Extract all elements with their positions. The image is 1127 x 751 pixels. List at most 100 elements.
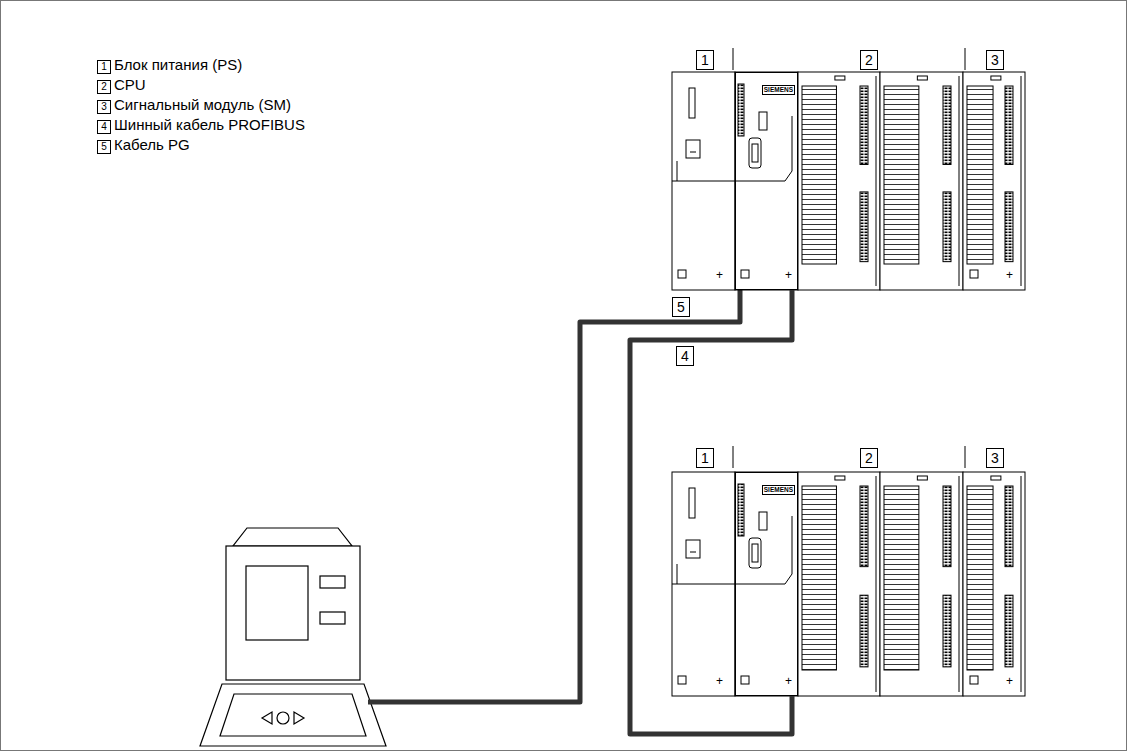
legend-number: 3: [97, 100, 111, 114]
callout-number: 3: [986, 50, 1004, 70]
status-leds: [860, 595, 868, 667]
mpi-port: [749, 138, 761, 168]
power-supply-module: [672, 72, 735, 290]
stroke: [677, 564, 678, 584]
cpu-module: SIEMENS +: [735, 72, 798, 290]
front-connector: [802, 486, 836, 670]
cpu-leds: [738, 84, 744, 136]
callout-number: 1: [696, 50, 714, 70]
status-leds: [1005, 86, 1013, 164]
legend-text: Блок питания (PS): [114, 56, 242, 74]
module-tab: [917, 76, 927, 80]
module-tab: [917, 476, 927, 480]
signal-module: [963, 72, 1025, 290]
module-edge: [1021, 76, 1022, 286]
stroke: [677, 161, 678, 181]
signal-module: [798, 472, 880, 696]
stroke: [690, 552, 696, 553]
callout-number: 3: [986, 448, 1004, 468]
s7-rack: [672, 72, 1025, 290]
callout-brackets: [733, 48, 965, 468]
stroke: [690, 152, 696, 153]
legend-text: CPU: [114, 76, 146, 94]
legend-number: 4: [97, 120, 111, 134]
status-leds: [1005, 192, 1013, 262]
sm-marker: [970, 676, 978, 684]
ps-marker: [678, 676, 686, 684]
legend-text: Сигнальный модуль (SM): [114, 96, 291, 114]
stroke: [752, 544, 758, 562]
ps-marker: [678, 270, 686, 278]
mpi-port: [749, 538, 761, 568]
terminal-mark: +: [716, 269, 723, 281]
terminal-mark: +: [785, 269, 792, 281]
status-leds: [860, 86, 868, 164]
module-edge: [959, 76, 960, 286]
callout-number: 4: [676, 346, 694, 366]
legend-number: 2: [97, 80, 111, 94]
status-leds: [943, 86, 951, 164]
module-edge: [1021, 476, 1022, 692]
cpu-door: [735, 516, 792, 584]
ps-switch: [686, 140, 700, 158]
module-tab: [835, 476, 845, 480]
signal-module: [963, 472, 1025, 696]
callout-number: 2: [860, 50, 878, 70]
front-connector: [884, 486, 919, 670]
module-edge: [876, 76, 877, 286]
terminal-mark: +: [716, 675, 723, 687]
status-leds: [860, 192, 868, 262]
brand-label: SIEMENS: [762, 85, 795, 95]
callout-number: 2: [860, 448, 878, 468]
cpu-module-body: [735, 72, 798, 290]
cpu-key-switch: [759, 112, 767, 130]
programming-device: [200, 528, 386, 746]
brand-label: SIEMENS: [762, 485, 795, 495]
front-connector: [967, 486, 993, 670]
ps-slot: [689, 488, 695, 518]
ps-slot: [689, 88, 695, 118]
module-tab: [835, 76, 845, 80]
legend-text: Шинный кабель PROFIBUS: [114, 116, 305, 134]
status-leds: [943, 595, 951, 667]
legend-number: 1: [97, 60, 111, 74]
terminal-mark: +: [1006, 675, 1013, 687]
cpu-key-switch: [759, 512, 767, 530]
profibus-cable: [630, 290, 792, 734]
power-supply-module: [672, 472, 735, 696]
legend-text: Кабель PG: [114, 136, 190, 154]
terminal-mark: +: [785, 675, 792, 687]
module-tab: [991, 76, 1001, 80]
terminal-mark: +: [1006, 269, 1013, 281]
front-connector: [802, 86, 836, 264]
cpu-module: SIEMENS +: [735, 472, 798, 696]
legend-number: 5: [97, 140, 111, 154]
ps-door: [672, 584, 735, 585]
callout-number: 1: [696, 448, 714, 468]
pg-cable: [368, 290, 740, 702]
stroke: [752, 144, 758, 162]
module-edge: [876, 476, 877, 692]
status-leds: [943, 192, 951, 262]
status-leds: [860, 486, 868, 567]
ps-switch: [686, 540, 700, 558]
status-leds: [1005, 486, 1013, 567]
status-leds: [1005, 595, 1013, 667]
module-tab: [991, 476, 1001, 480]
signal-module: [880, 72, 963, 290]
cpu-module-body: [735, 472, 798, 696]
cpu-marker: [741, 270, 749, 278]
cpu-marker: [741, 676, 749, 684]
cpu-leds: [738, 484, 744, 536]
ps-door: [672, 181, 735, 182]
signal-module: [880, 472, 963, 696]
module-edge: [959, 476, 960, 692]
front-connector: [967, 86, 993, 264]
sm-marker: [970, 270, 978, 278]
signal-module: [798, 72, 880, 290]
callout-number: 5: [672, 297, 690, 317]
s7-rack: [672, 472, 1025, 696]
front-connector: [884, 86, 919, 264]
